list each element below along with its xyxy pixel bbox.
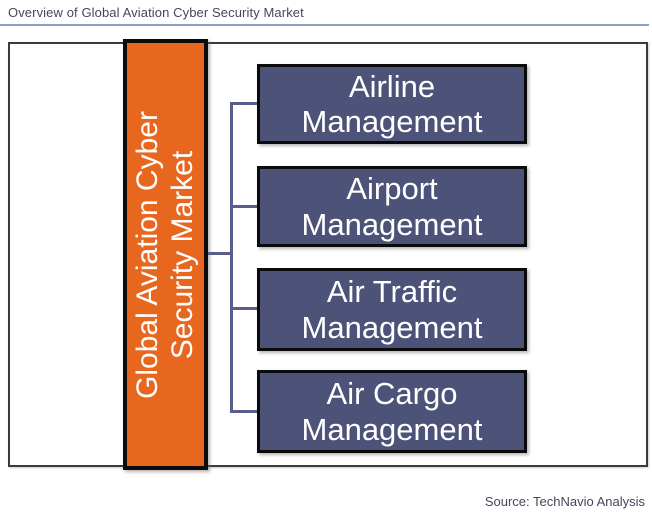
node-airport-management: Airport Management: [257, 166, 527, 247]
root-label-line-2: Security Market: [165, 150, 199, 359]
node-label-line: Air Cargo: [326, 376, 458, 412]
connector-branch-airline: [233, 102, 257, 105]
connector-branch-air-traffic: [233, 307, 257, 310]
node-air-traffic-management: Air Traffic Management: [257, 268, 527, 351]
node-label-line: Management: [301, 104, 483, 139]
node-air-cargo-management: Air Cargo Management: [257, 370, 527, 453]
title-divider: [0, 24, 649, 26]
connector-branch-airport: [233, 205, 257, 208]
root-label-line-1: Global Aviation Cyber: [130, 110, 164, 399]
node-airline-management: Airline Management: [257, 64, 527, 144]
node-label-line: Management: [301, 411, 483, 447]
node-label-line: Air Traffic: [326, 274, 458, 310]
page-title: Overview of Global Aviation Cyber Securi…: [8, 5, 304, 20]
connector-trunk: [230, 102, 233, 413]
root-node-label: Global Aviation Cyber Security Market: [127, 43, 205, 467]
node-label-line: Management: [301, 206, 483, 242]
source-attribution: Source: TechNavio Analysis: [484, 494, 645, 509]
node-label-line: Airport: [346, 171, 438, 207]
node-label-line: Airline: [348, 68, 436, 104]
root-node-global-aviation-cyber-security-market: Global Aviation Cyber Security Market: [123, 39, 208, 470]
node-label-line: Management: [301, 309, 483, 345]
connector-branch-air-cargo: [233, 410, 257, 413]
connector-root-stub: [208, 252, 232, 255]
